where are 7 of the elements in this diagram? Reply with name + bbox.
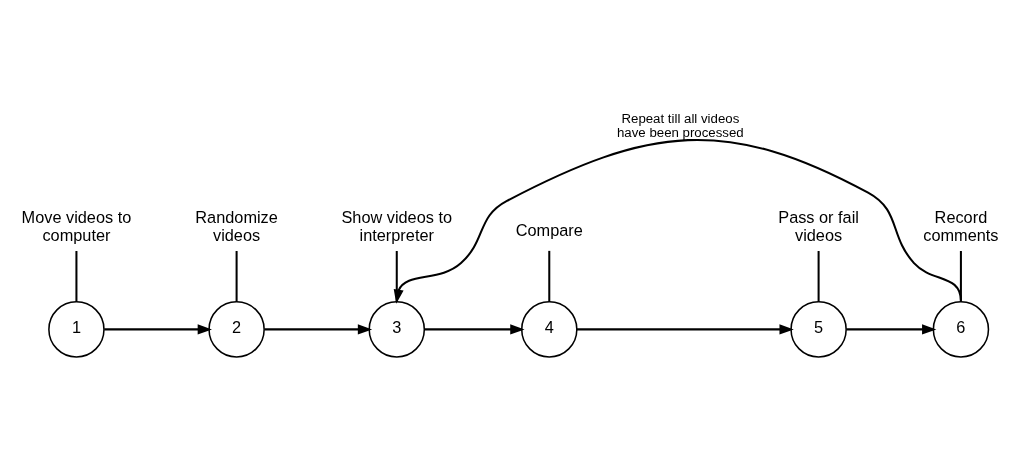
node-text: Record comments <box>923 207 999 244</box>
node-text: Randomize videos <box>195 207 278 244</box>
edge-label: Repeat till all videos have been processed <box>617 110 744 140</box>
node-text: Show videos to interpreter <box>341 207 453 244</box>
node-text: Move videos to computer <box>21 207 132 244</box>
node-text: Compare <box>515 220 583 239</box>
node-text: Pass or fail videos <box>778 207 859 244</box>
